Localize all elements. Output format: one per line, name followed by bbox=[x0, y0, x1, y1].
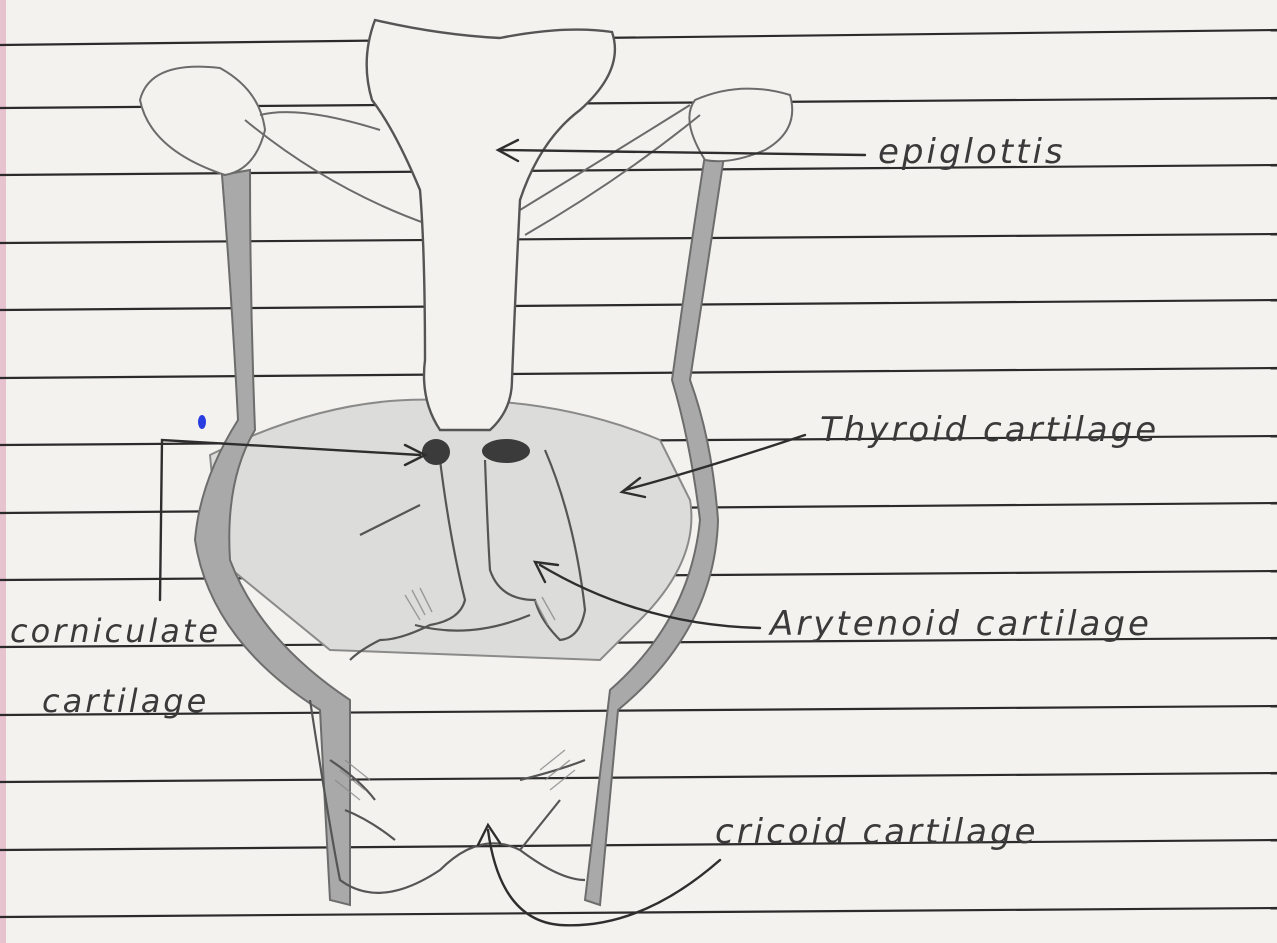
epiglottis-pointer bbox=[500, 150, 865, 155]
cricoid-cartilage-label: cricoid cartilage bbox=[715, 812, 1039, 852]
thyroid-cartilage-label: Thyroid cartilage bbox=[820, 410, 1159, 450]
epiglottis-shape bbox=[367, 20, 615, 430]
arytenoid-cartilage-label: Arytenoid cartilage bbox=[770, 604, 1152, 644]
cricoid-cartilage-shape bbox=[310, 700, 585, 893]
corniculate-label-line1: corniculate bbox=[10, 612, 221, 650]
corniculate-label-line2: cartilage bbox=[42, 682, 209, 720]
epiglottis-label: epiglottis bbox=[878, 132, 1066, 172]
ink-dot bbox=[198, 415, 206, 429]
